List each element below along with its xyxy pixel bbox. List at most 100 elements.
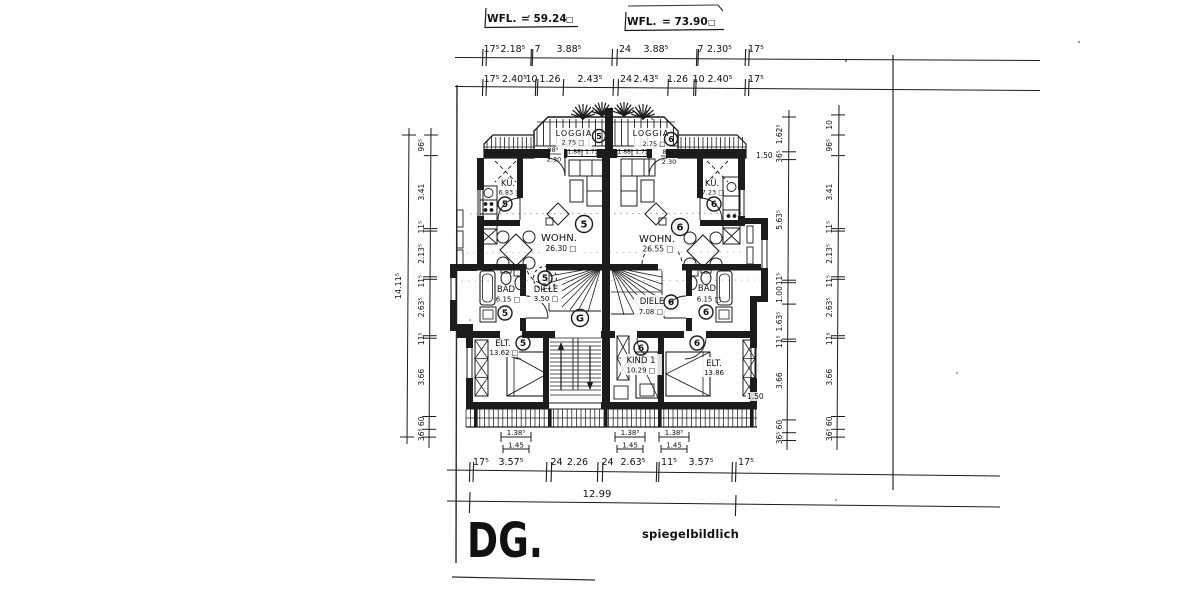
wfl-left-value: = 59.24 xyxy=(521,13,567,25)
dim-label: 17⁵ xyxy=(484,44,500,55)
dim-label: 1.88⁵ 1.75 xyxy=(617,149,648,156)
dim-label: 24 xyxy=(619,44,631,55)
room-name-bath-left: BAD xyxy=(497,285,516,295)
unit-badge-living-right-number: 6 xyxy=(677,223,684,234)
wfl-right-value: = 73.90 xyxy=(662,16,708,28)
dim-label: 2.63⁵ xyxy=(825,298,834,318)
closet-parents-left xyxy=(474,339,489,397)
dim-label: 1.63⁵ xyxy=(775,312,784,332)
dim-small-bottom-1: 1.38⁵ 1.45 xyxy=(614,429,646,453)
dim-label: 1.45 xyxy=(666,442,682,450)
dim-label: 1.45 xyxy=(508,442,524,450)
dim-label: 1.38⁵ xyxy=(665,429,684,437)
bed-parents-left xyxy=(506,351,548,397)
dim-label: 2.13⁵ xyxy=(417,244,426,264)
wfl-right: WFL. = 73.90 □ xyxy=(624,11,725,32)
room-name-child: KIND 1 xyxy=(626,356,655,366)
dim-label: 2.26 xyxy=(567,457,588,468)
dim-label: 1.38⁵ xyxy=(621,429,640,437)
central-stair xyxy=(549,331,601,396)
dim-label: 96⁵ xyxy=(417,139,426,152)
dim-label: 17⁵ xyxy=(748,74,764,85)
scan-speck xyxy=(528,15,530,17)
sofa-left xyxy=(568,159,604,207)
plant-icon xyxy=(570,102,656,120)
unit-badge-hall-right-number: 6 xyxy=(668,298,674,308)
east-strip-posts xyxy=(746,225,754,265)
dim-label: 3.66 xyxy=(775,372,784,389)
dim-label: 1.00 xyxy=(775,286,784,303)
dim-label: 2.63⁵ xyxy=(417,298,426,318)
room-area-child: 10.29 □ xyxy=(627,367,656,375)
dim-chain-right-inner: 1.62⁵ 36⁵ 5.63⁵ 11⁵ 1.00 1.63⁵ 11⁵ 3.66 … xyxy=(775,109,796,451)
dim-label: 60 xyxy=(775,420,784,430)
scan-streak xyxy=(454,279,771,282)
dim-label: 17⁵ xyxy=(484,74,500,85)
dim-label: 36⁵ xyxy=(775,432,784,445)
dim-label: 3.88⁵ xyxy=(644,44,669,55)
dim-label: 3.41 xyxy=(825,184,834,201)
room-name-hall-left: DIELE xyxy=(534,285,559,295)
unit-badge-living-left: 5 xyxy=(574,214,594,234)
room-area-loggia-right: 2.75 □ xyxy=(643,140,666,148)
unit-badge-loggia-left-number: 5 xyxy=(596,132,602,141)
unit-badge-bath-right-number: 6 xyxy=(703,308,709,318)
dim-label: 24 xyxy=(550,457,562,468)
dim-small-bottom-2: 1.38⁵ 1.45 xyxy=(658,429,690,453)
dim-label: 36⁵ xyxy=(825,429,834,442)
dim-label: 1.88⁵ 1.75 xyxy=(567,149,598,156)
dim-total-label: 14.11⁵ xyxy=(394,273,403,299)
dim-label: 2.40⁵ xyxy=(708,74,733,85)
dim-label: 2.40⁵ xyxy=(502,74,527,85)
dim-chain-left: 96⁵ 3.41 11⁵ 2.13⁵ 11⁵ 2.63⁵ 11⁵ 3.66 60… xyxy=(417,127,438,449)
dim-label: 2.30 xyxy=(662,158,676,166)
dim-label: 1.26 xyxy=(667,74,688,85)
wfl-right-symbol: □ xyxy=(708,18,716,27)
dim-label: 60 xyxy=(825,416,834,426)
unit-badge-hall-left: 5 xyxy=(537,270,553,286)
wfl-right-label: WFL. xyxy=(627,16,656,28)
dim-chain-right-outer: 10 96⁵ 3.41 11⁵ 2.13⁵ 11⁵ 2.63⁵ 11⁵ 3.66… xyxy=(825,104,845,451)
dim-label: 10 xyxy=(825,120,834,130)
room-area-parents-left: 13.62 □ xyxy=(490,349,519,357)
room-area-parents-right: 13.86 xyxy=(704,369,725,377)
dim-label: 7 xyxy=(697,44,703,55)
unit-badge-loggia-left: 5 xyxy=(591,128,607,144)
roof-slope-marks xyxy=(494,160,729,183)
dim-label: 3.41 xyxy=(417,184,426,201)
room-name-kitchen-right: KÜ. xyxy=(705,178,719,189)
room-area-loggia-left: 2.75 □ xyxy=(562,139,585,147)
dim-label: 11⁵ xyxy=(417,275,426,288)
dim-label: 3.57⁵ xyxy=(499,457,524,468)
dim-label: 96⁵ xyxy=(825,139,834,152)
headroom-arc-left xyxy=(525,263,547,285)
dim-label: 11⁵ xyxy=(825,275,834,288)
closet-parents-right xyxy=(742,339,756,397)
dim-label: 2.30⁵ xyxy=(707,44,732,55)
dim-label: 24 xyxy=(601,457,613,468)
dim-total-label: 12.99 xyxy=(583,489,612,500)
dim-label: 1.26 xyxy=(539,74,560,85)
kitchen-left-counter xyxy=(479,185,498,245)
dim-label: 3.88⁵ xyxy=(557,44,582,55)
room-name-parents-left: ELT. xyxy=(495,339,511,349)
room-name-parents-right: ELT. xyxy=(706,359,722,369)
unit-badge-bath-right: 6 xyxy=(698,304,714,320)
dim-total-bottom: 12.99 xyxy=(446,489,1001,517)
side-table-right xyxy=(644,202,668,226)
nightstand-child xyxy=(613,385,629,400)
unit-badge-bath-left: 5 xyxy=(497,305,513,321)
dim-label: 11⁵ xyxy=(417,221,426,234)
side-table-left xyxy=(545,202,570,226)
wfl-left-label: WFL. xyxy=(487,13,516,25)
unit-badge-kitchen-left: 5 xyxy=(497,196,513,212)
roof-hatch-south xyxy=(465,408,757,428)
dim-label: 60 xyxy=(417,416,426,426)
dim-label: 10 xyxy=(692,74,704,85)
dim-label: 88⁵ xyxy=(663,148,674,156)
dim-label: 17⁵ xyxy=(748,44,764,55)
scan-streak xyxy=(469,212,746,215)
room-area-bath-left: 6.15 □ xyxy=(496,296,520,304)
